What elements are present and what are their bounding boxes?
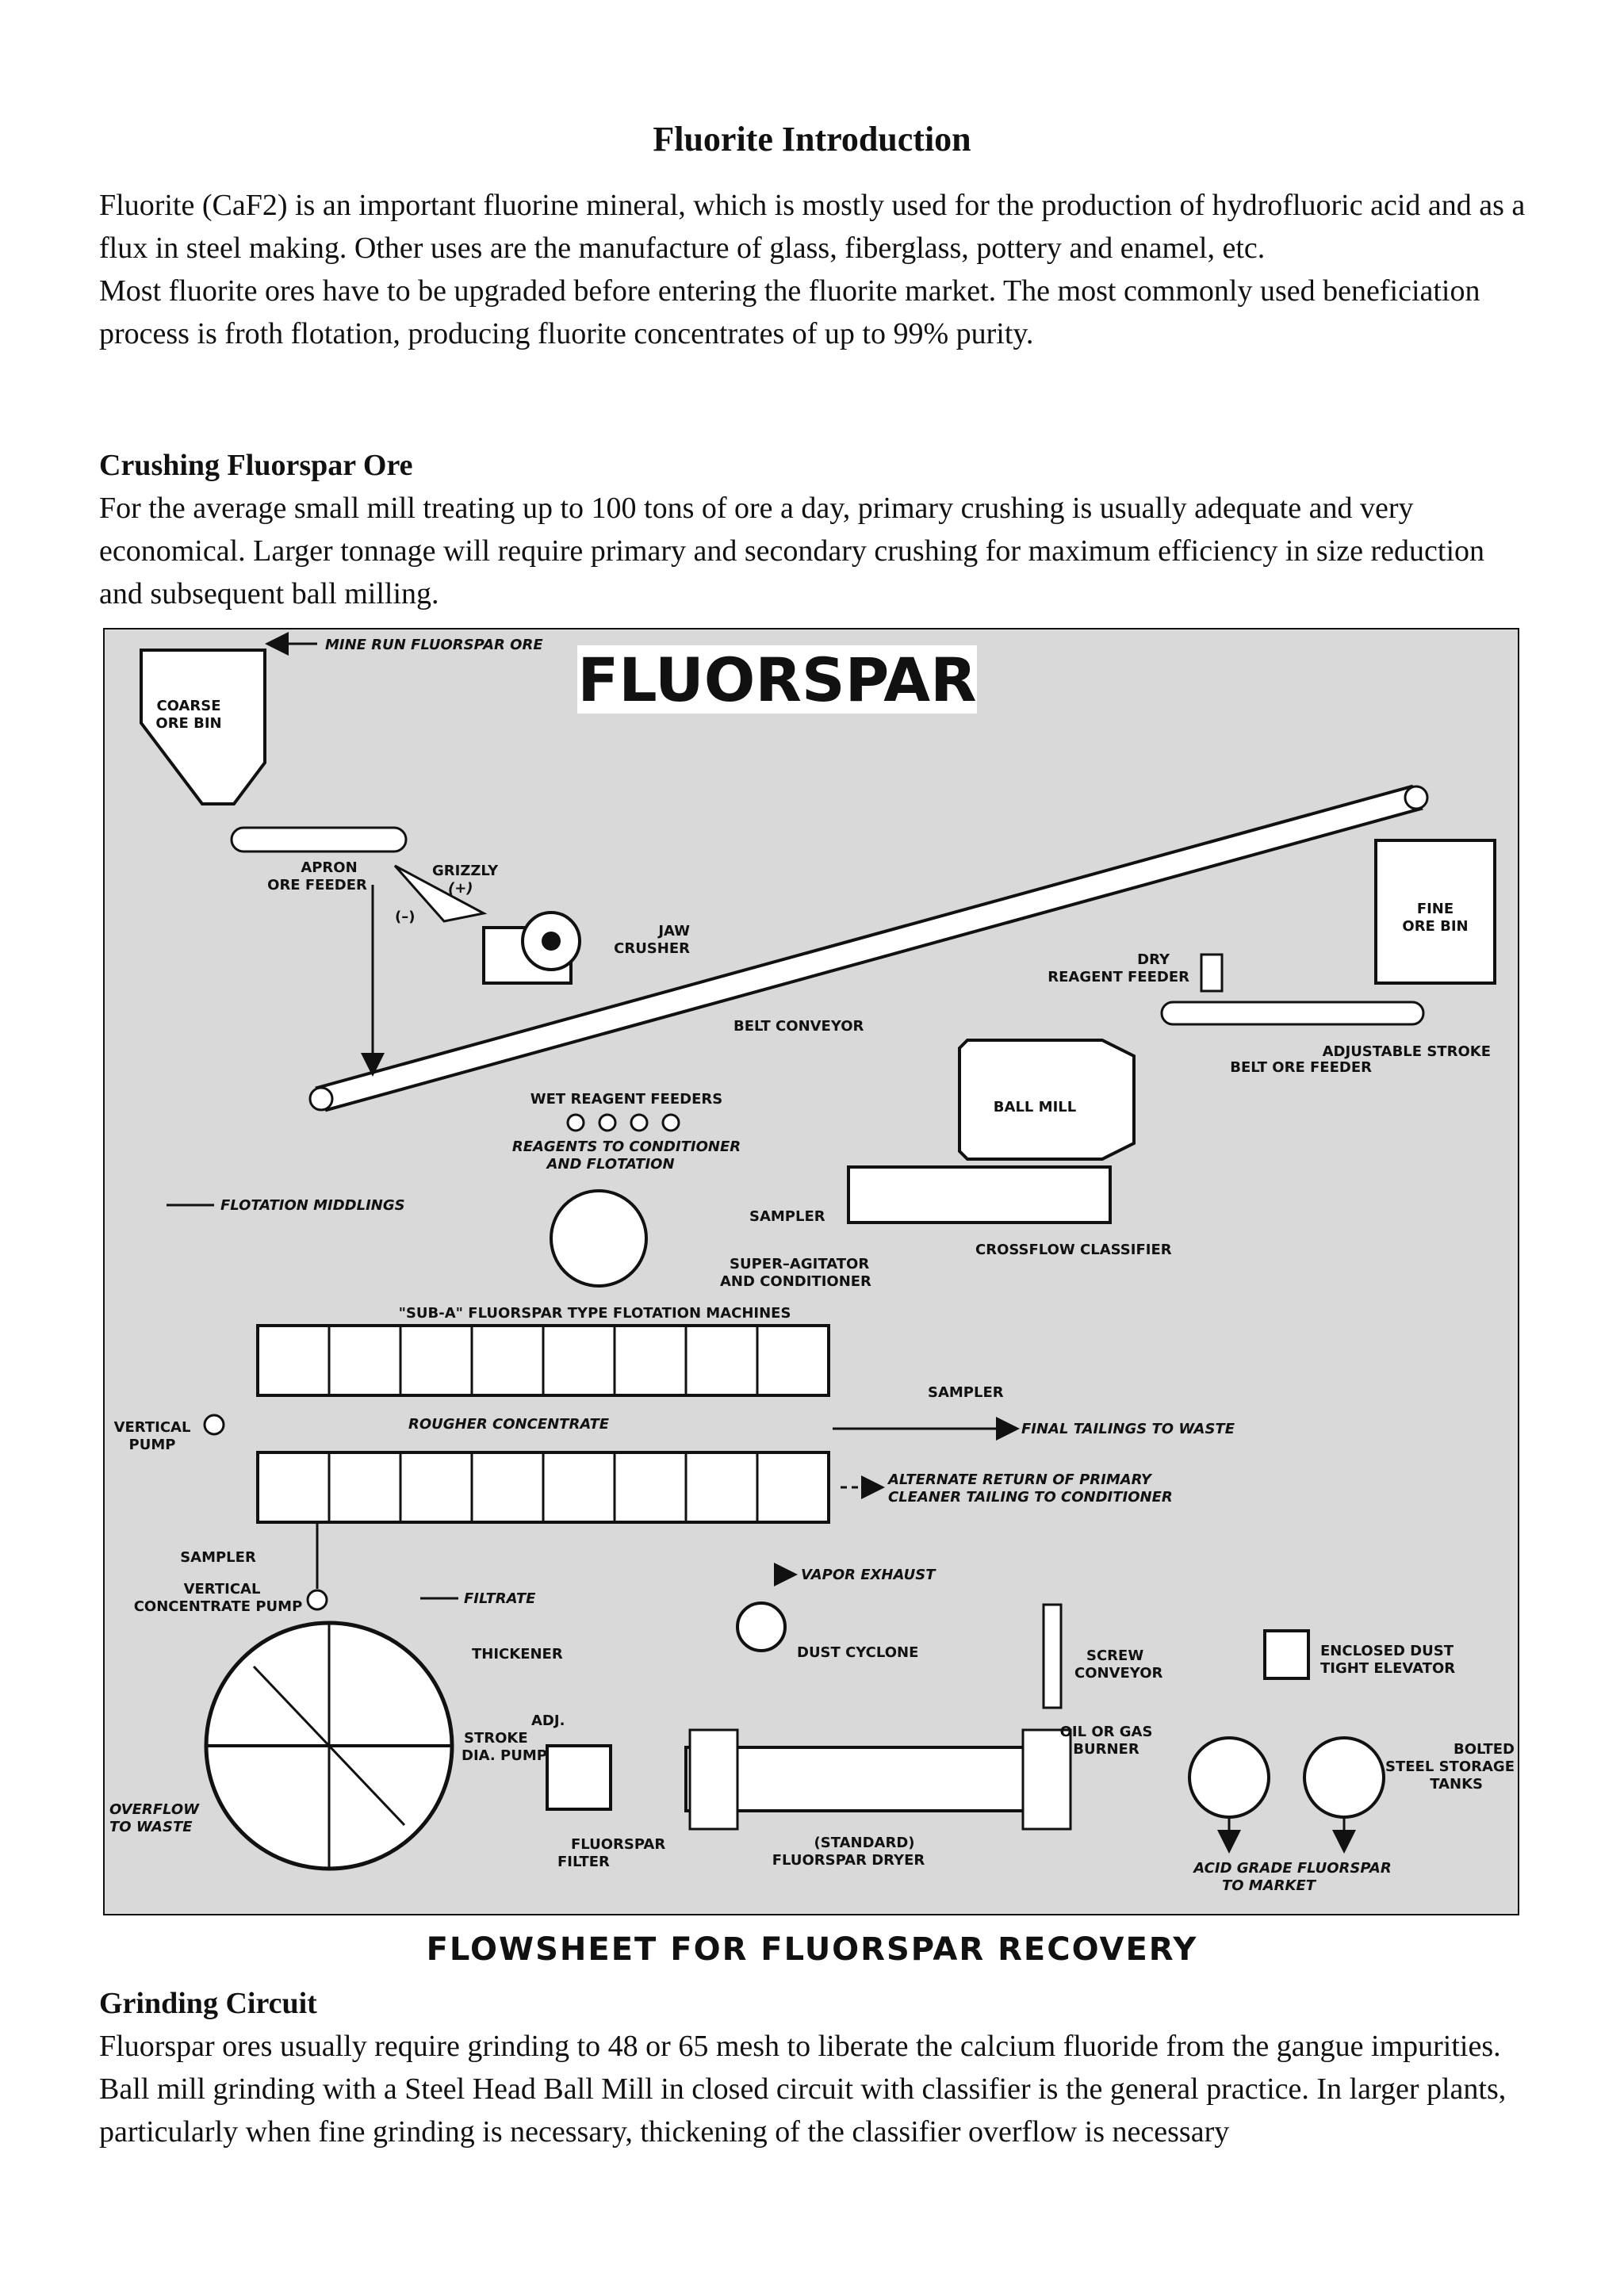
alternate-label-1: ALTERNATE RETURN OF PRIMARY	[887, 1471, 1153, 1488]
flotation-middlings-label: FLOTATION MIDDLINGS	[220, 1197, 405, 1214]
adj-label-1: ADJ.	[531, 1712, 565, 1729]
sampler-label-3: SAMPLER	[180, 1549, 256, 1566]
vertical-conc-label-2: CONCENTRATE PUMP	[134, 1598, 303, 1615]
dust-cyclone	[736, 1601, 787, 1652]
apron-label-1: APRON	[301, 859, 357, 876]
overflow-label-2: TO WASTE	[109, 1819, 193, 1835]
vertical-conc-label-1: VERTICAL	[184, 1581, 261, 1598]
reagents-label-2: AND FLOTATION	[545, 1156, 674, 1173]
cleaner-cells	[327, 1452, 759, 1522]
jaw-label-2: CRUSHER	[614, 940, 690, 957]
banner-title: FLUORSPAR	[577, 645, 976, 715]
fine-bin-label-2: ORE BIN	[1402, 918, 1468, 935]
reagents-label-1: REAGENTS TO CONDITIONER	[512, 1138, 741, 1155]
acid-label-1: ACID GRADE FLUORSPAR	[1192, 1860, 1391, 1877]
wet-reagent-feeders	[566, 1113, 680, 1132]
page-title: Fluorite Introduction	[653, 120, 971, 159]
filter-label-1: FLUORSPAR	[571, 1836, 665, 1853]
enclosed-label-2: TIGHT ELEVATOR	[1320, 1660, 1455, 1677]
coarse-bin-label-1: COARSE	[156, 698, 220, 714]
adj-label-3: DIA. PUMP	[462, 1747, 547, 1764]
dry-reagent-feeder	[1200, 953, 1224, 993]
bolted-label-1: BOLTED	[1454, 1741, 1515, 1758]
wet-reagent-label: WET REAGENT FEEDERS	[530, 1091, 722, 1108]
flowsheet-diagram: FLUORSPAR COARSE ORE BIN MINE RUN FLUORS…	[103, 628, 1519, 1915]
apron-feeder	[230, 826, 408, 853]
adjustable-label-1: ADJUSTABLE STROKE	[1323, 1043, 1491, 1060]
storage-tank-2	[1303, 1736, 1385, 1819]
grinding-paragraph-1: Fluorspar ores usually require grinding …	[99, 2030, 1501, 2063]
banner-box	[577, 645, 977, 714]
rougher-cells	[327, 1326, 759, 1395]
grinding-section: Fluorspar ores usually require grinding …	[99, 2025, 1534, 2153]
overflow-label-1: OVERFLOW	[109, 1801, 200, 1818]
vertical-pump	[203, 1414, 225, 1436]
screw-label-2: CONVEYOR	[1074, 1665, 1162, 1682]
ball-mill	[958, 1039, 1136, 1161]
screw-conveyor	[1042, 1603, 1063, 1709]
dryer-label-1: (STANDARD)	[814, 1835, 915, 1851]
dust-tight-elevator	[1263, 1629, 1310, 1680]
belt-conveyor-label: BELT CONVEYOR	[733, 1018, 864, 1035]
grizzly-plus: (+)	[448, 880, 473, 897]
mine-run-label: MINE RUN FLUORSPAR ORE	[325, 637, 543, 653]
intro-section: Fluorite (CaF2) is an important fluorine…	[99, 184, 1534, 355]
belt-ore-feeder	[1160, 1001, 1425, 1026]
ball-mill-label: BALL MILL	[994, 1099, 1076, 1115]
crossflow-label: CROSSFLOW CLASSIFIER	[975, 1242, 1172, 1258]
sampler-label-2: SAMPLER	[928, 1384, 1004, 1401]
sub-a-label: "SUB-A" FLUORSPAR TYPE FLOTATION MACHINE…	[399, 1305, 791, 1322]
dry-reagent-label-2: REAGENT FEEDER	[1048, 969, 1189, 985]
crossflow-classifier	[847, 1165, 1112, 1224]
intro-paragraph-2: Most fluorite ores have to be upgraded b…	[99, 274, 1480, 350]
grizzly-label: GRIZZLY	[432, 863, 499, 879]
rougher-label: ROUGHER CONCENTRATE	[408, 1416, 610, 1433]
intro-paragraph-1: Fluorite (CaF2) is an important fluorine…	[99, 189, 1526, 265]
crushing-text: For the average small mill treating up t…	[99, 492, 1485, 610]
vertical-pump-label-1: VERTICAL	[114, 1419, 191, 1436]
grinding-paragraph-2: Ball mill grinding with a Steel Head Bal…	[99, 2072, 1507, 2149]
fine-ore-bin	[1374, 839, 1496, 985]
grizzly-minus: (–)	[395, 909, 415, 925]
storage-tank-1	[1188, 1736, 1270, 1819]
vapor-exhaust-label: VAPOR EXHAUST	[801, 1567, 936, 1583]
jaw-label-1: JAW	[657, 923, 690, 939]
acid-label-2: TO MARKET	[1222, 1877, 1317, 1894]
adjustable-label-2: BELT ORE FEEDER	[1230, 1059, 1372, 1076]
vertical-pump-label-2: PUMP	[129, 1437, 176, 1453]
final-tailings-label: FINAL TAILINGS TO WASTE	[1021, 1421, 1235, 1437]
grinding-heading: Grinding Circuit	[99, 1987, 317, 2020]
oil-gas-label-1: OIL OR GAS	[1060, 1724, 1153, 1740]
diagram-caption: FLOWSHEET FOR FLUORSPAR RECOVERY	[426, 1931, 1198, 1968]
screw-label-1: SCREW	[1086, 1647, 1143, 1664]
dry-reagent-label-1: DRY	[1137, 951, 1170, 968]
dust-cyclone-label: DUST CYCLONE	[797, 1644, 918, 1661]
fluorspar-filter	[546, 1744, 612, 1811]
flowsheet-svg: FLUORSPAR COARSE ORE BIN MINE RUN FLUORS…	[103, 628, 1519, 1915]
bolted-label-2: STEEL STORAGE	[1385, 1758, 1515, 1775]
apron-label-2: ORE FEEDER	[267, 877, 367, 894]
fine-bin-label-1: FINE	[1417, 901, 1454, 917]
vertical-concentrate-pump	[306, 1589, 328, 1611]
thickener-label: THICKENER	[472, 1646, 563, 1663]
oil-gas-label-2: BURNER	[1073, 1741, 1139, 1758]
super-agitator	[550, 1189, 648, 1288]
enclosed-label-1: ENCLOSED DUST	[1320, 1643, 1454, 1659]
coarse-bin-label-2: ORE BIN	[155, 715, 221, 732]
filter-label-2: FILTER	[557, 1854, 610, 1870]
grizzly-screen	[393, 864, 488, 923]
filtrate-label: FILTRATE	[464, 1590, 536, 1607]
super-agitator-label-1: SUPER–AGITATOR	[730, 1256, 869, 1272]
fluorspar-dryer	[684, 1746, 1052, 1812]
adj-label-2: STROKE	[464, 1730, 528, 1747]
dryer-label-2: FLUORSPAR DRYER	[772, 1852, 925, 1869]
sampler-label-1: SAMPLER	[749, 1208, 825, 1225]
alternate-label-2: CLEANER TAILING TO CONDITIONER	[888, 1489, 1173, 1506]
crushing-heading: Crushing Fluorspar Ore	[99, 449, 413, 482]
crushing-paragraph: For the average small mill treating up t…	[99, 487, 1534, 615]
bolted-label-3: TANKS	[1430, 1776, 1483, 1793]
super-agitator-label-2: AND CONDITIONER	[720, 1273, 871, 1290]
